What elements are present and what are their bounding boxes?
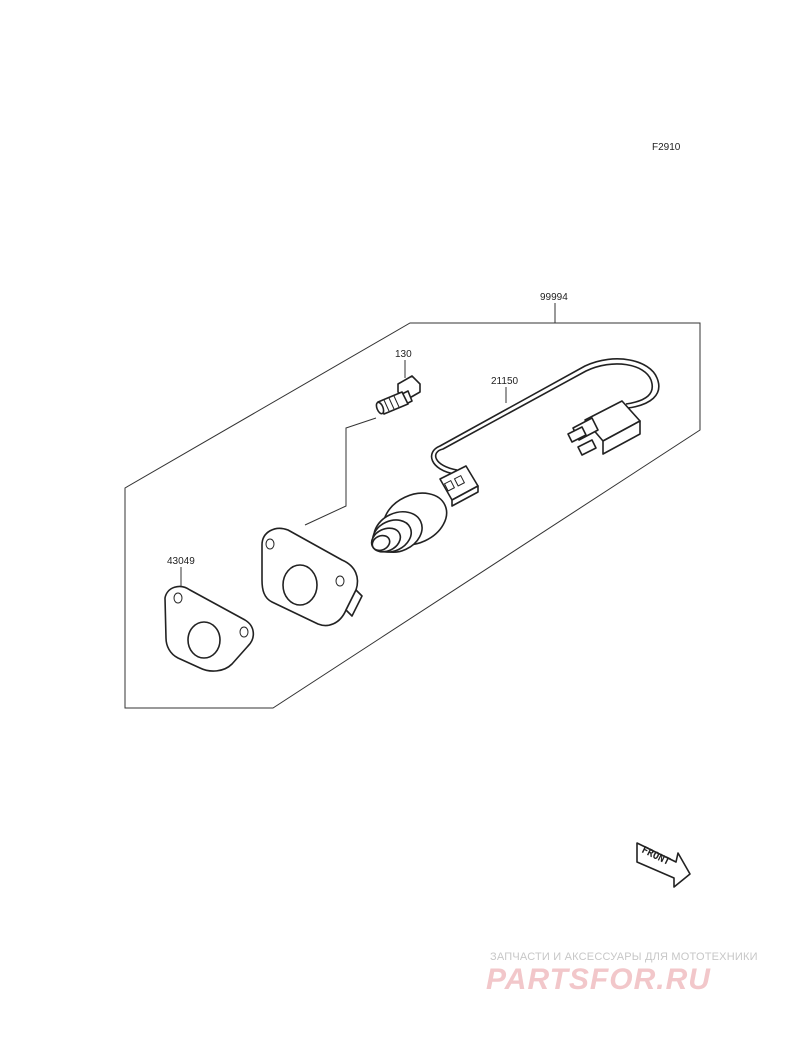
kit-outline — [124, 322, 701, 709]
leader-line-bolt-bracket — [304, 417, 377, 526]
callout-label-21150[interactable]: 21150 — [491, 376, 519, 387]
watermark-tagline: ЗАПЧАСТИ И АКСЕССУАРЫ ДЛЯ МОТОТЕХНИКИ — [490, 951, 758, 963]
callout-label-130[interactable]: 130 — [395, 349, 412, 360]
bolt-part[interactable] — [375, 375, 421, 415]
callout-label-43049[interactable]: 43049 — [167, 556, 195, 567]
bracket-part[interactable] — [261, 527, 363, 627]
front-arrow: FRONT — [636, 842, 691, 888]
callout-label-99994[interactable]: 99994 — [540, 292, 568, 303]
watermark-logo: PARTSFOR.RU — [486, 963, 711, 996]
sensor-part[interactable] — [367, 483, 455, 559]
wire-harness-part[interactable] — [430, 358, 660, 507]
gasket-part[interactable] — [164, 585, 255, 672]
diagram-code: F2910 — [652, 142, 681, 153]
